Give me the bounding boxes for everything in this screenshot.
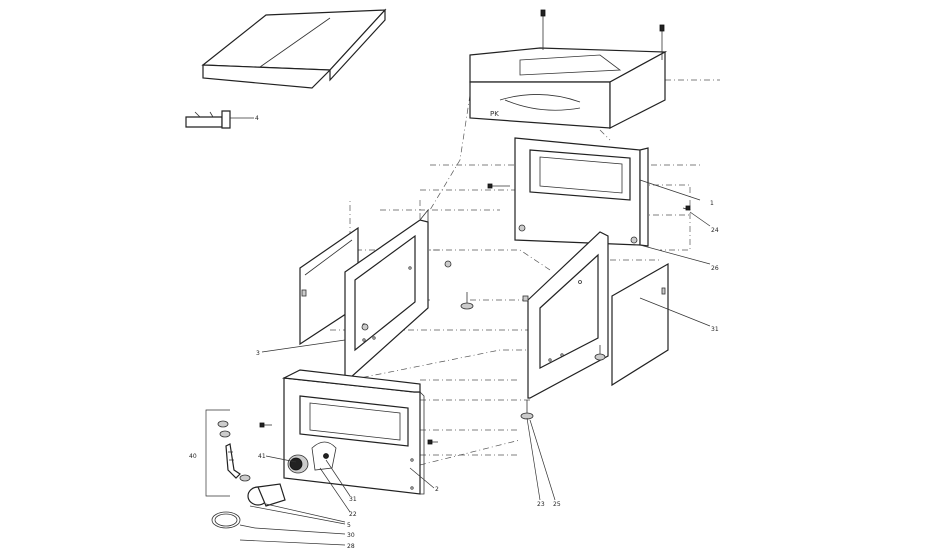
- right-inner-frame: [522, 231, 609, 399]
- callout-bracket-40: [205, 409, 230, 497]
- callout-1: 1: [710, 200, 714, 207]
- left-inner-frame: [344, 208, 452, 379]
- callout-2: 2: [435, 486, 439, 493]
- callout-26: 26: [711, 265, 719, 272]
- drain-hose-assembly: [211, 420, 286, 529]
- top-cover-panel: [201, 8, 387, 89]
- leveling-foot-left: [460, 292, 474, 310]
- callout-24: 24: [711, 227, 719, 234]
- lid-housing: PK: [469, 9, 668, 129]
- callout-41: 41: [258, 453, 266, 460]
- callout-28: 28: [347, 543, 355, 550]
- callout-40: 40: [189, 453, 197, 460]
- leveling-foot-bottom: [520, 400, 534, 420]
- callout-labels: 4 1 24 26 31 3 40 41 31 22 2 23 25 5 30 …: [189, 115, 719, 550]
- mounting-bracket: [185, 110, 231, 129]
- control-knob: [287, 441, 337, 474]
- callout-31-front: 31: [349, 496, 357, 503]
- leader-lines: [230, 117, 711, 546]
- front-panel: [259, 369, 438, 495]
- callout-22: 22: [349, 511, 357, 518]
- callout-4: 4: [255, 115, 259, 122]
- callout-5: 5: [347, 522, 351, 529]
- callout-31-right: 31: [711, 326, 719, 333]
- callout-30: 30: [347, 532, 355, 539]
- callout-3: 3: [256, 350, 260, 357]
- callout-25: 25: [553, 501, 561, 508]
- back-panel: [487, 137, 691, 247]
- right-outer-panel: [611, 262, 669, 387]
- callout-23: 23: [537, 501, 545, 508]
- lid-marking: PK: [490, 110, 499, 118]
